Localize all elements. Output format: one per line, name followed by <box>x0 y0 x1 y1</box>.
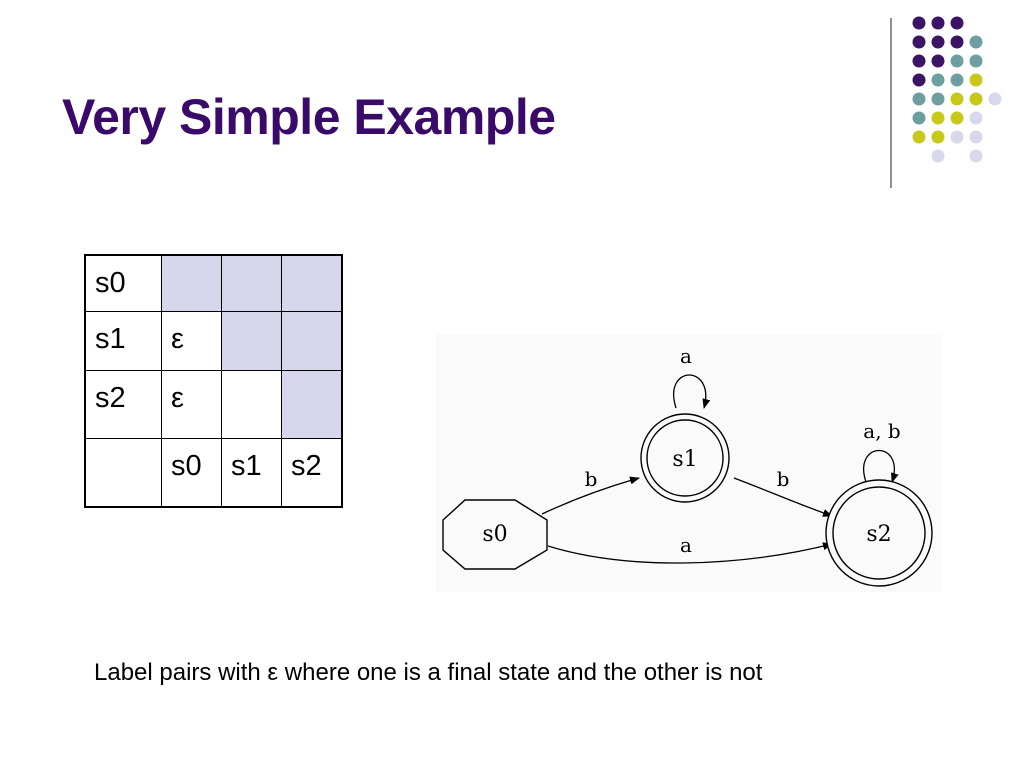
edge-label-s0-s1: b <box>585 467 598 491</box>
table-cell <box>281 311 343 371</box>
decor-dot <box>931 111 945 125</box>
decor-dot <box>950 92 964 106</box>
column-header-cell: s2 <box>281 438 343 508</box>
decor-dot <box>969 35 983 49</box>
edge-s1-s2 <box>733 477 833 517</box>
table-row: s0 s1 s2 <box>84 438 343 508</box>
table-row: s0 <box>84 254 343 312</box>
table-cell <box>161 254 222 312</box>
row-header-cell: s1 <box>84 311 162 371</box>
decor-dot <box>950 35 964 49</box>
decor-dot <box>931 130 945 144</box>
decor-dot <box>912 35 926 49</box>
state-s0-label: s0 <box>482 522 507 547</box>
decor-dot <box>931 92 945 106</box>
slide-title: Very Simple Example <box>62 89 556 145</box>
state-s2-inner-ring <box>832 486 926 580</box>
decor-dot <box>950 54 964 68</box>
decor-dot <box>931 16 945 30</box>
table-cell <box>221 311 282 371</box>
edge-s0-s1 <box>541 476 640 515</box>
table-cell <box>281 370 343 439</box>
decor-dot <box>912 92 926 106</box>
decor-dot <box>912 16 926 30</box>
decor-dot <box>969 111 983 125</box>
state-s2-label: s2 <box>866 522 891 547</box>
edge-label-s1-s2: b <box>777 467 790 491</box>
column-header-cell: s0 <box>161 438 222 508</box>
slide-caption: Label pairs with ε where one is a final … <box>94 659 763 686</box>
distinguishability-table: s0 s1 ε s2 ε s0 s1 s2 <box>84 254 343 508</box>
table-cell <box>221 254 282 312</box>
decor-dot <box>950 130 964 144</box>
row-header-cell <box>84 438 162 508</box>
decor-dot <box>950 73 964 87</box>
table-row: s1 ε <box>84 311 343 371</box>
decor-dot <box>912 111 926 125</box>
edge-label-s2-loop: a, b <box>863 419 900 443</box>
decor-dot <box>950 16 964 30</box>
decor-dot <box>969 73 983 87</box>
decor-dot <box>969 149 983 163</box>
decorative-dot-grid <box>912 16 1002 163</box>
decor-dot <box>912 73 926 87</box>
decor-dot <box>912 54 926 68</box>
state-s1-label: s1 <box>672 447 697 472</box>
decor-dot <box>969 92 983 106</box>
edge-label-s0-s2: a <box>680 533 692 557</box>
table-cell: ε <box>161 311 222 371</box>
edge-s0-s2 <box>547 542 833 564</box>
decor-dot <box>969 130 983 144</box>
table-cell <box>281 254 343 312</box>
edge-s2-s2-loop <box>863 449 899 483</box>
decor-dot <box>988 92 1002 106</box>
table-cell <box>221 370 282 439</box>
row-header-cell: s2 <box>84 370 162 439</box>
column-header-cell: s1 <box>221 438 282 508</box>
state-s1-inner-ring <box>646 419 724 497</box>
edge-s1-s1-loop <box>673 374 711 409</box>
row-header-cell: s0 <box>84 254 162 312</box>
decor-dot <box>950 111 964 125</box>
table-row: s2 ε <box>84 370 343 439</box>
table-cell: ε <box>161 370 222 439</box>
state-diagram: s0 s1 s2 b a a b a, b <box>436 334 942 592</box>
decor-dot <box>931 149 945 163</box>
decor-dot <box>912 130 926 144</box>
decor-dot <box>931 73 945 87</box>
edge-label-s1-loop: a <box>680 344 692 368</box>
decor-dot <box>931 54 945 68</box>
decor-dot <box>969 54 983 68</box>
state-s0-octagon <box>442 499 548 570</box>
divider-line <box>890 18 892 188</box>
decor-dot <box>931 35 945 49</box>
